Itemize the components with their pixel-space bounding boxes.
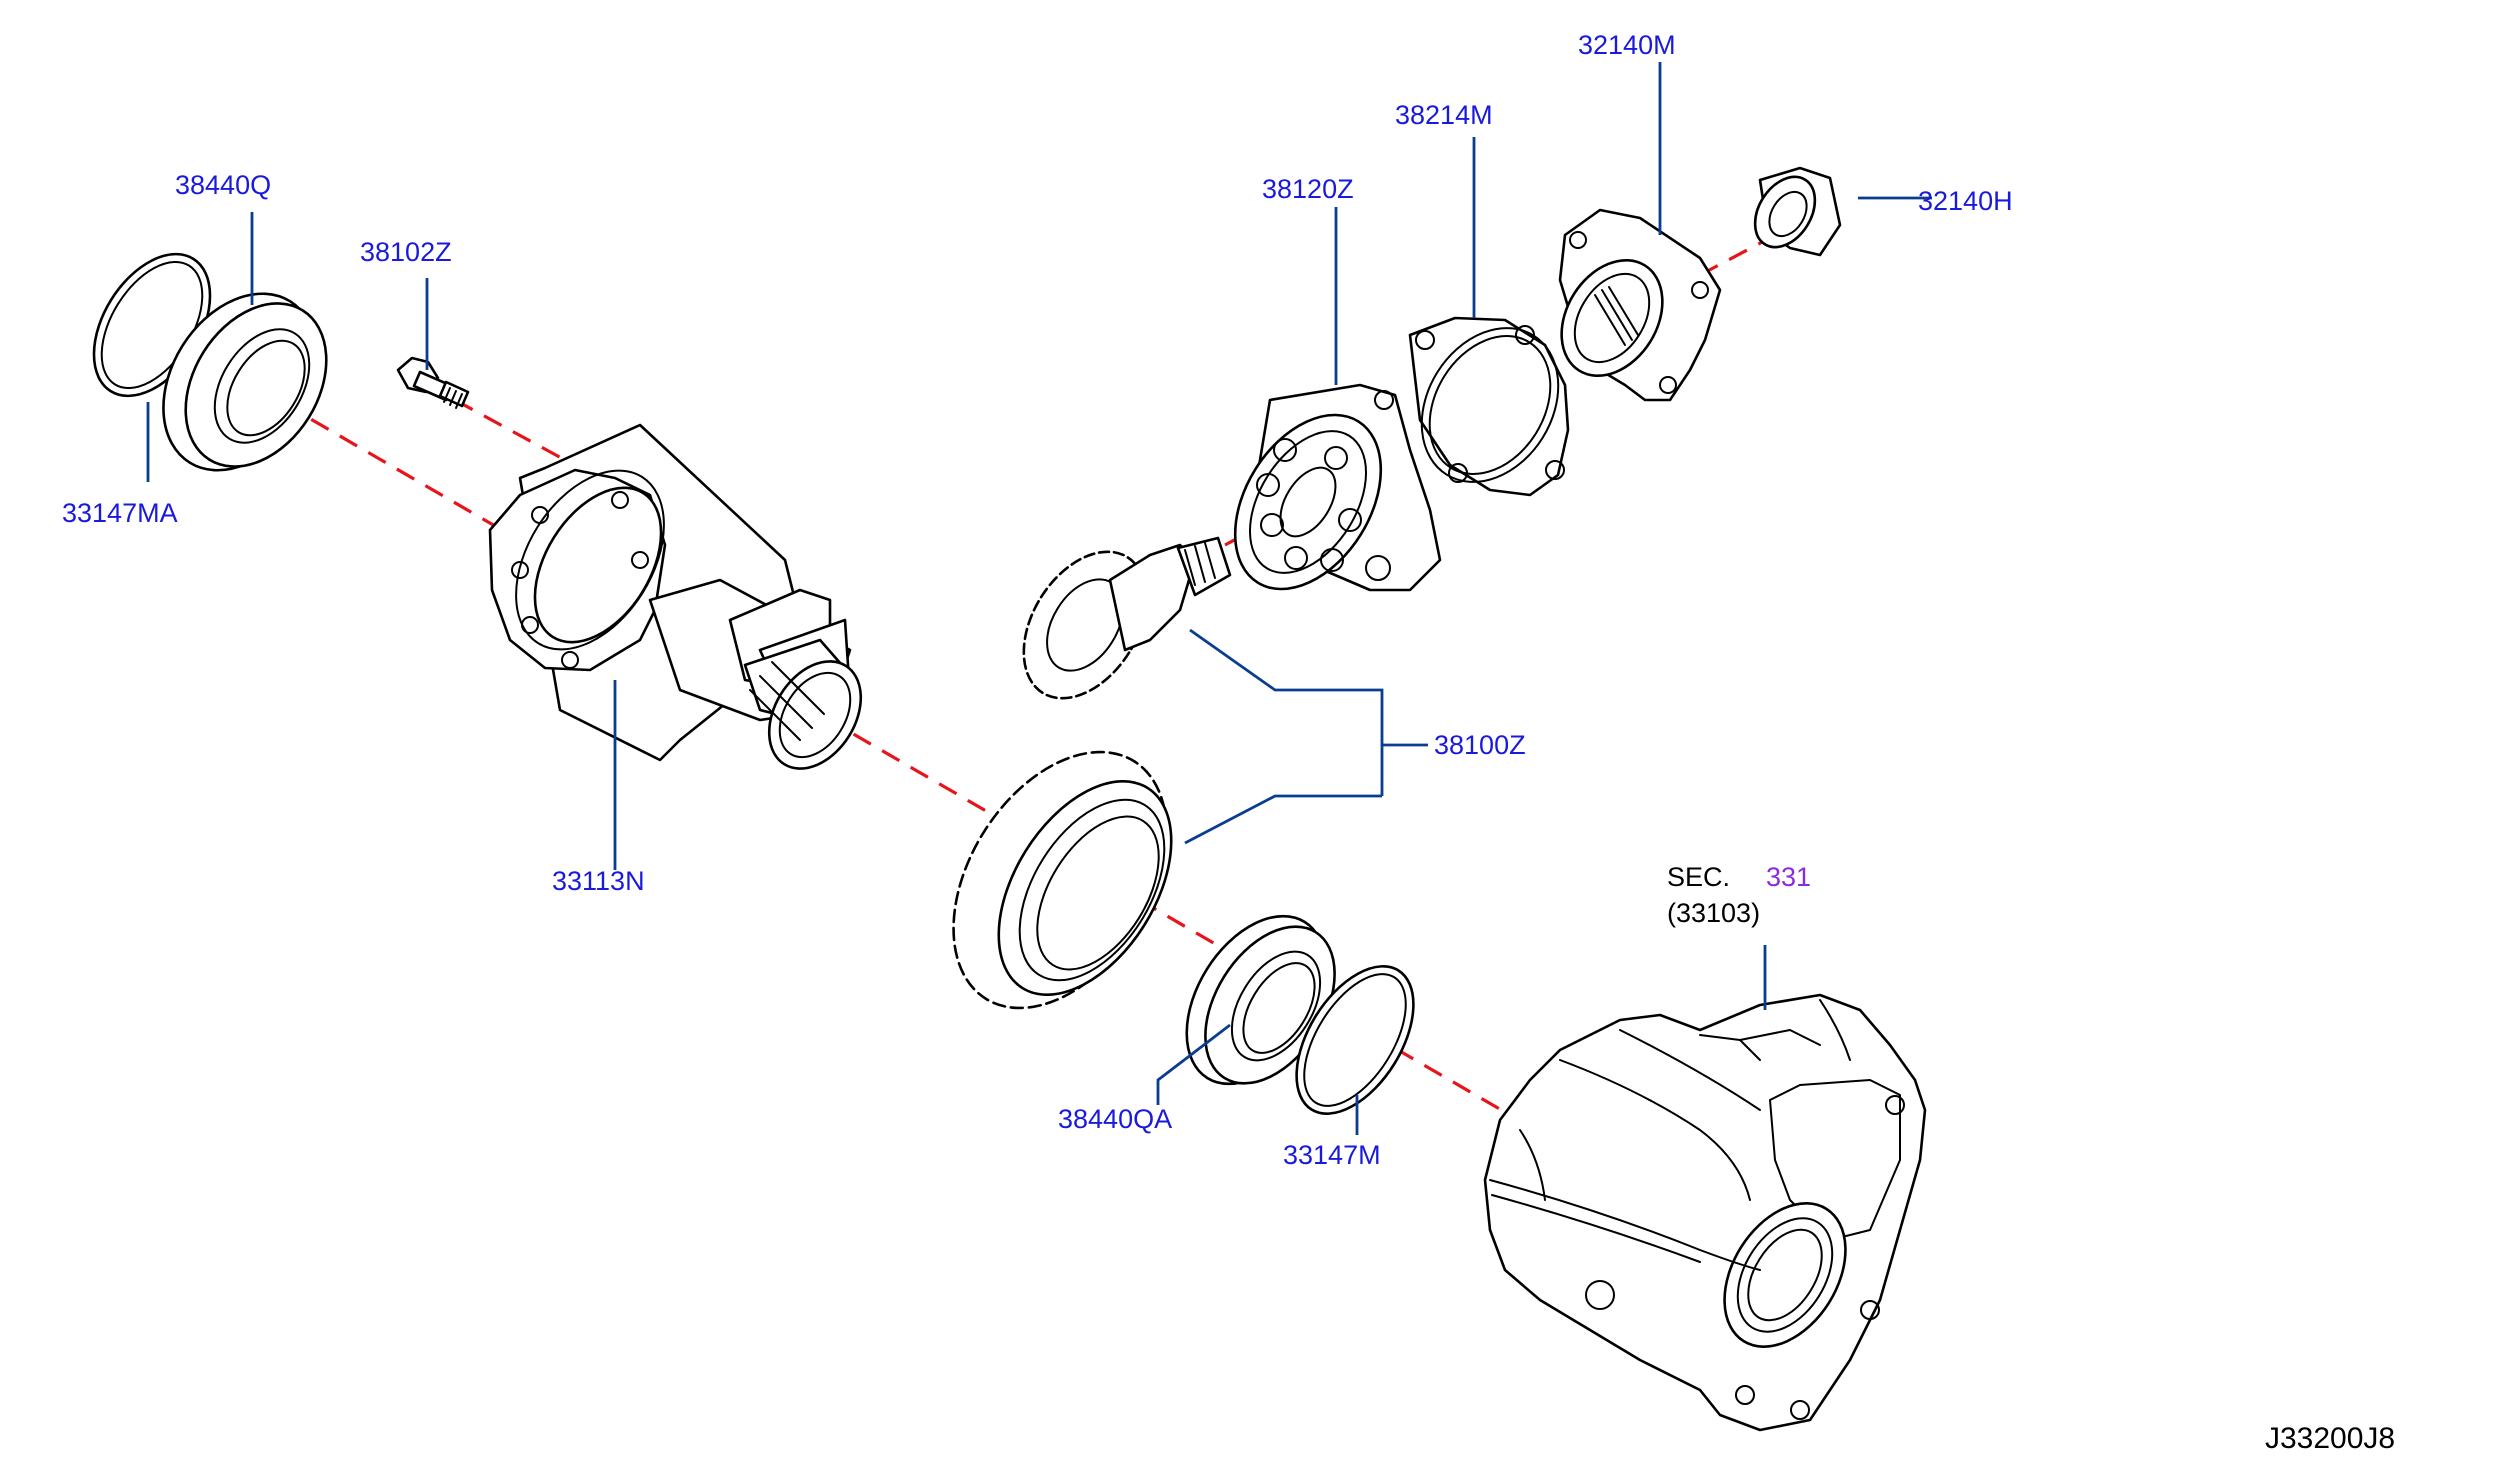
label-33147MA[interactable]: 33147MA [62, 498, 178, 528]
label-38100Z[interactable]: 38100Z [1434, 730, 1526, 760]
companion-flange-32140M[interactable] [1541, 208, 1722, 402]
label-38120Z[interactable]: 38120Z [1262, 174, 1354, 204]
section-prefix: SEC. [1667, 862, 1731, 892]
label-38214M[interactable]: 38214M [1395, 100, 1493, 130]
section-link-331[interactable]: 331 [1766, 862, 1812, 892]
label-33113N[interactable]: 33113N [552, 866, 645, 896]
transfer-housing-33103[interactable] [1483, 993, 1927, 1432]
label-38102Z[interactable]: 38102Z [360, 237, 452, 267]
diagram-id: J33200J8 [2265, 1422, 2396, 1455]
label-33147M[interactable]: 33147M [1283, 1140, 1381, 1170]
leader-38440QA [1156, 1023, 1231, 1105]
pinion-gear-38100Z[interactable] [999, 530, 1232, 721]
bolt-38102Z[interactable] [396, 356, 470, 409]
shaft-33113N[interactable] [485, 423, 879, 785]
bearing-housing-38120Z[interactable] [1205, 383, 1442, 615]
label-38440QA[interactable]: 38440QA [1058, 1104, 1173, 1134]
ring-gear-38100Z[interactable] [909, 714, 1210, 1047]
o-ring-33147M[interactable] [1273, 946, 1438, 1134]
leader-lines [146, 62, 1932, 1135]
label-38440Q[interactable]: 38440Q [175, 170, 272, 200]
bearing-38440Q[interactable] [132, 265, 355, 498]
label-32140H[interactable]: 32140H [1918, 186, 2013, 216]
leader-38100Z-ring [1184, 794, 1382, 845]
nut-32140H[interactable] [1743, 166, 1842, 258]
label-32140M[interactable]: 32140M [1578, 30, 1676, 60]
gasket-38214M[interactable] [1394, 303, 1586, 508]
section-part-number: (33103) [1667, 898, 1761, 928]
leader-38100Z-pinion [1189, 628, 1384, 796]
